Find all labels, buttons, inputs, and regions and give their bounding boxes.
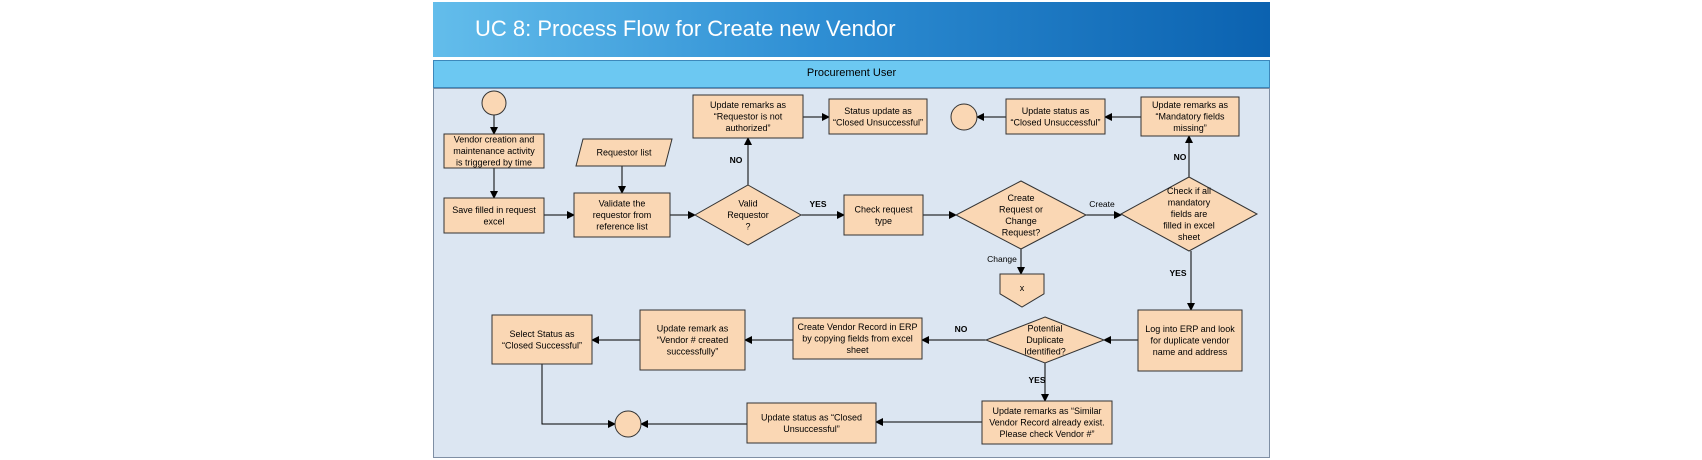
edge-label-no-duplicate: NO [955,324,968,334]
edge-label-yes-valid: YES [809,199,826,209]
page-title: UC 8: Process Flow for Create new Vendor [475,16,896,41]
edge-label-create: Create [1089,199,1115,209]
edge-label-no-mandatory: NO [1174,152,1187,162]
start-circle [481,90,507,116]
successful-to-end-arrow [541,364,616,428]
swimlane-body [433,88,1270,458]
connector-circle-top [950,103,978,131]
edge-label-change: Change [987,254,1017,264]
title-bar: UC 8: Process Flow for Create new Vendor [433,2,1270,57]
offpage-x-node: x [999,273,1045,308]
status-closed-1-text: Status update as“Closed Unsuccessful” [833,106,923,128]
requestor-list-text: Requestor list [596,148,652,158]
edge-label-yes-duplicate: YES [1028,375,1045,385]
status-successful-text: Select Status as“Closed Successful” [502,329,582,351]
status-closed-1-node: Status update as“Closed Unsuccessful” [828,98,928,135]
offpage-x-text: x [1020,283,1025,293]
status-closed-2-node: Update status as“Closed Unsuccessful” [1005,98,1106,135]
end-circle [614,410,642,438]
edge-label-no-valid: NO [730,155,743,165]
swimlane-label: Procurement User [806,67,897,79]
swimlane-header: Procurement User [433,60,1270,88]
edge-label-yes-mandatory: YES [1169,268,1186,278]
requestor-list-node: Requestor list [575,138,673,167]
status-successful-node: Select Status as“Closed Successful” [491,314,593,365]
status-closed-2-text: Update status as“Closed Unsuccessful” [1010,106,1100,128]
